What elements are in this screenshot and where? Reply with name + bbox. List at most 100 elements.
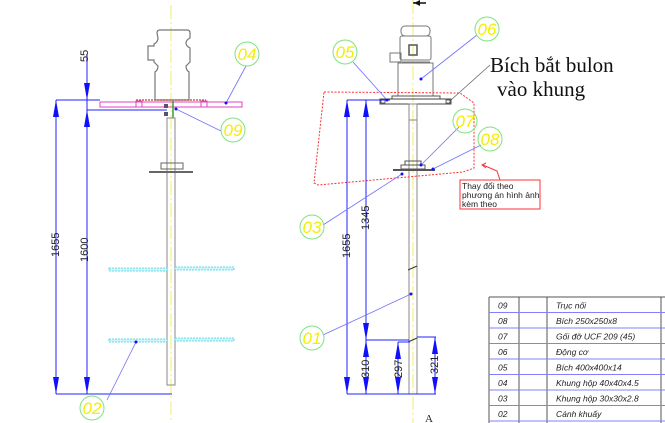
leader-05	[352, 61, 388, 101]
dimension-lines	[55, 55, 172, 395]
dimension-arrows	[344, 100, 438, 394]
dimension-321: 321	[429, 356, 441, 374]
blade-lower-left	[108, 338, 168, 343]
table-cell-name: Khung hộp 30x30x2.8	[556, 394, 639, 404]
flange-bolt	[445, 99, 451, 104]
leader-dot	[419, 163, 423, 167]
balloon-01-label: 01	[303, 329, 322, 348]
table-cell-name: Động cơ	[556, 347, 589, 357]
balloon-08-label: 08	[481, 130, 500, 149]
leader-dot	[409, 292, 413, 296]
leader-dot	[174, 107, 178, 111]
gearbox	[397, 62, 434, 97]
balloon-02-label: 02	[83, 399, 102, 418]
revision-note-box	[459, 179, 541, 210]
table-cell-name: Gối đỡ UCF 209 (45)	[556, 332, 635, 342]
leader-dot	[224, 101, 228, 105]
balloon-05-label: 05	[336, 43, 355, 62]
balloon-06-label: 06	[478, 20, 497, 39]
revision-arrow	[481, 162, 487, 169]
blade-upper-left	[108, 267, 168, 272]
balloon-08	[477, 126, 503, 152]
parts-table: 09 Trục nối 08 Bích 250x250x8 07 Gối đỡ UCF 2…	[488, 296, 665, 423]
right-view: 1655 1345 310 297 321 A 05 06 07 08 03 0…	[299, 0, 614, 423]
motor-outline	[147, 29, 191, 101]
dimension-297: 297	[393, 360, 405, 378]
motor-body	[399, 35, 432, 61]
dimension-1345: 1345	[360, 206, 372, 230]
revision-note-line1: Thay đổi theo	[462, 181, 514, 191]
table-cell-name: Cánh khuấy	[556, 409, 602, 419]
table-cell-number: 02	[498, 409, 508, 419]
left-view: 55 1655 1600 04 09 02	[50, 5, 260, 423]
leader-dot	[134, 340, 138, 344]
leader-dot	[419, 77, 423, 81]
view-label-a: A	[425, 413, 433, 423]
table-cell-number: 03	[498, 394, 508, 404]
balloon-03	[299, 214, 325, 240]
coupling-bolt	[164, 104, 168, 108]
leader-01	[322, 293, 412, 336]
motor-cap	[400, 25, 431, 37]
annotation-line1: Bích bắt bulon	[490, 53, 614, 77]
dimension-arrows	[53, 83, 90, 394]
section-arrow	[414, 0, 420, 6]
dimension-310: 310	[360, 360, 372, 378]
balloon-07-label: 07	[456, 112, 475, 131]
coupling-bolt	[164, 112, 168, 116]
leader-02	[106, 341, 137, 401]
motor-junction	[389, 52, 402, 63]
dimension-55: 55	[79, 50, 91, 62]
blade-upper-right	[174, 266, 235, 271]
balloon-01	[299, 325, 325, 351]
table-cell-number: 07	[498, 332, 508, 342]
balloon-09	[220, 117, 246, 143]
leader-07	[420, 126, 460, 166]
table-cell-number: 04	[498, 378, 508, 388]
balloon-07	[452, 108, 478, 134]
revision-note-line2: phương án hình ảnh	[462, 190, 540, 200]
table-cell-number: 09	[498, 301, 508, 311]
leader-08	[432, 144, 482, 170]
flange-05	[379, 98, 452, 105]
dimension-1600: 1600	[79, 238, 91, 262]
table-cell-number: 08	[498, 316, 508, 326]
blade-lower-right	[174, 337, 235, 342]
dimension-1655: 1655	[341, 234, 353, 258]
break-line	[407, 337, 418, 343]
balloon-02	[79, 395, 105, 421]
frame-bolt-left	[135, 100, 143, 108]
annotation-leader	[450, 64, 491, 101]
dimension-1655: 1655	[50, 233, 62, 257]
balloon-03-label: 03	[303, 218, 322, 237]
revision-cloud	[313, 91, 475, 186]
balloon-09-label: 09	[224, 121, 243, 140]
terminal-box	[408, 44, 418, 56]
break-line	[407, 265, 418, 271]
leader-dot	[400, 172, 404, 176]
leader-04	[225, 65, 247, 104]
leader-dot	[431, 167, 435, 171]
frame-bolt-right	[200, 100, 208, 108]
leader-06	[420, 34, 478, 80]
agitator-shaft	[166, 117, 176, 386]
leader-03	[322, 173, 403, 226]
bearing	[160, 162, 184, 170]
dimension-lines	[346, 99, 436, 395]
balloon-04-label: 04	[238, 45, 257, 64]
frame-member-04	[99, 101, 243, 108]
leader-dot	[385, 98, 389, 102]
leader-09	[175, 108, 222, 132]
revision-leader	[482, 164, 501, 181]
table-cell-number: 06	[498, 347, 508, 357]
table-cell-name: Trục nối	[556, 301, 587, 311]
table-cell-name: Bích 250x250x8	[556, 316, 617, 326]
revision-note-line3: kèm theo	[462, 199, 497, 209]
balloon-05	[332, 39, 358, 65]
table-cell-name: Khung hộp 40x40x4.5	[556, 378, 639, 388]
balloon-04	[234, 41, 260, 67]
table-cell-number: 05	[498, 363, 508, 373]
balloon-06	[474, 16, 500, 42]
annotation-line2: vào khung	[497, 77, 586, 101]
